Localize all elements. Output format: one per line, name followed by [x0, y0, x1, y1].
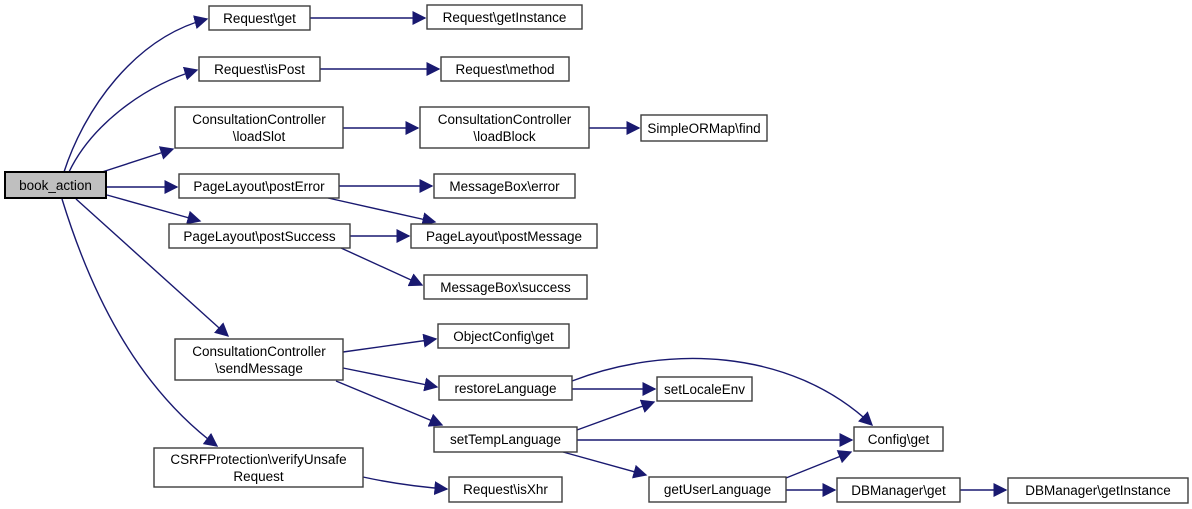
node-settemplanguage-label: setTempLanguage — [450, 432, 561, 447]
edge-layer — [61, 11, 1008, 497]
node-postsuccess-label: PageLayout\postSuccess — [183, 229, 336, 244]
edge-getuserlanguage-to-config-get — [785, 450, 853, 479]
node-request-getinstance[interactable]: Request\getInstance — [426, 4, 583, 30]
node-dbmanager-get-label: DBManager\get — [851, 483, 946, 498]
node-sendmessage-label-line2: \sendMessage — [215, 361, 303, 376]
node-simpleormap-find-label: SimpleORMap\find — [647, 121, 760, 136]
node-dbmanager-getinstance[interactable]: DBManager\getInstance — [1007, 477, 1189, 504]
node-request-getinstance-label: Request\getInstance — [443, 10, 567, 25]
edge-settemplanguage-to-setlocaleenv — [576, 399, 656, 431]
edge-book-action-to-postsuccess — [106, 194, 202, 225]
node-pagelayout-posterror[interactable]: PageLayout\postError — [178, 173, 340, 199]
node-messagebox-error[interactable]: MessageBox\error — [433, 173, 576, 199]
node-request-isxhr-label: Request\isXhr — [463, 482, 548, 497]
edge-book-action-to-sendmessage — [75, 198, 230, 337]
node-csrf-label-line2: Request — [233, 469, 284, 484]
node-request-ispost[interactable]: Request\isPost — [198, 56, 321, 82]
node-consultationcontroller-loadslot[interactable]: ConsultationController \loadSlot — [174, 106, 344, 149]
node-getuserlanguage[interactable]: getUserLanguage — [648, 476, 787, 503]
node-posterror-label: PageLayout\postError — [193, 179, 325, 194]
edge-sendmessage-to-restorelanguage — [342, 367, 439, 392]
edge-posterror-to-postmessage — [327, 197, 437, 227]
node-dbmanager-getinstance-label: DBManager\getInstance — [1025, 483, 1171, 498]
node-loadslot-label-line2: \loadSlot — [233, 129, 286, 144]
node-loadslot-label-line1: ConsultationController — [192, 112, 326, 127]
node-book-action: book_action — [4, 171, 107, 199]
node-csrfprotection-verifyunsaferequest[interactable]: CSRFProtection\verifyUnsafe Request — [153, 447, 364, 488]
node-objectconfig-get-label: ObjectConfig\get — [453, 329, 554, 344]
node-book-action-label: book_action — [19, 178, 92, 193]
node-settemplanguage[interactable]: setTempLanguage — [433, 426, 578, 453]
node-restorelanguage[interactable]: restoreLanguage — [438, 375, 573, 401]
edge-sendmessage-to-objectconfig-get — [342, 333, 438, 353]
node-loadblock-label-line2: \loadBlock — [473, 129, 536, 144]
node-setlocaleenv-label: setLocaleEnv — [664, 382, 745, 397]
edge-book-action-to-request-ispost — [68, 66, 199, 173]
node-messagebox-success[interactable]: MessageBox\success — [423, 274, 588, 300]
node-consultationcontroller-loadblock[interactable]: ConsultationController \loadBlock — [419, 106, 590, 149]
node-layer: book_action Request\get Request\getInsta… — [4, 4, 1189, 504]
edge-sendmessage-to-settemplanguage — [335, 380, 444, 427]
node-request-method-label: Request\method — [455, 62, 554, 77]
node-messagebox-success-label: MessageBox\success — [440, 280, 571, 295]
edge-settemplanguage-to-getuserlanguage — [562, 451, 648, 479]
edge-restorelanguage-to-config-get — [571, 357, 874, 426]
node-request-isxhr[interactable]: Request\isXhr — [448, 476, 563, 503]
node-request-method[interactable]: Request\method — [440, 56, 570, 82]
node-restorelanguage-label: restoreLanguage — [454, 381, 556, 396]
node-request-get-label: Request\get — [223, 11, 296, 26]
edge-book-action-to-loadslot — [98, 146, 175, 174]
node-postmessage-label: PageLayout\postMessage — [426, 229, 582, 244]
node-request-get[interactable]: Request\get — [208, 5, 311, 31]
node-sendmessage-label-line1: ConsultationController — [192, 344, 326, 359]
edge-book-action-to-csrf — [61, 198, 219, 447]
node-messagebox-error-label: MessageBox\error — [449, 179, 560, 194]
edge-book-action-to-request-get — [63, 15, 209, 173]
node-objectconfig-get[interactable]: ObjectConfig\get — [437, 323, 570, 349]
node-csrf-label-line1: CSRFProtection\verifyUnsafe — [170, 452, 346, 467]
node-request-ispost-label: Request\isPost — [214, 62, 305, 77]
node-getuserlanguage-label: getUserLanguage — [664, 482, 771, 497]
node-pagelayout-postsuccess[interactable]: PageLayout\postSuccess — [168, 223, 351, 249]
node-dbmanager-get[interactable]: DBManager\get — [836, 477, 961, 503]
node-loadblock-label-line1: ConsultationController — [438, 112, 572, 127]
node-simpleormap-find[interactable]: SimpleORMap\find — [640, 114, 768, 142]
node-setlocaleenv[interactable]: setLocaleEnv — [656, 376, 753, 402]
node-config-get[interactable]: Config\get — [853, 426, 944, 452]
edge-postsuccess-to-messagebox-success — [340, 247, 424, 287]
node-consultationcontroller-sendmessage[interactable]: ConsultationController \sendMessage — [174, 338, 344, 381]
node-config-get-label: Config\get — [868, 432, 930, 447]
edge-csrf-to-request-isxhr — [362, 476, 449, 496]
node-pagelayout-postmessage[interactable]: PageLayout\postMessage — [410, 223, 598, 249]
